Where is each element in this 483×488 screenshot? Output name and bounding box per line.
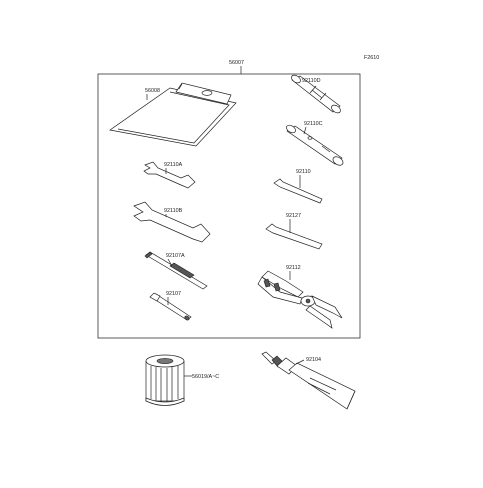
figure-code: F2610: [364, 55, 379, 61]
tool-bag-label: 56008: [145, 88, 160, 94]
oil-filter-label: 56019/A~C: [192, 374, 219, 380]
screwdriver-a-drawing: [144, 251, 208, 290]
open-wrench-a-drawing: [143, 161, 196, 189]
open-wrench-a-label: 92110A: [164, 162, 183, 168]
hex-wrench-large-label: 92127: [286, 213, 301, 219]
box-wrench-d-label: 92110D: [302, 78, 321, 84]
open-wrench-b-label: 92110B: [164, 208, 183, 214]
oil-filter-drawing: [145, 354, 185, 406]
open-wrench-b-drawing: [133, 201, 211, 243]
tool-kit-boundary: [97, 73, 361, 339]
grease-tube-label: 92104: [306, 357, 321, 363]
box-wrench-c-leader: [303, 126, 307, 135]
screwdriver-a-leader: [167, 258, 173, 267]
grease-tube-drawing: [261, 351, 356, 410]
grease-tube-leader: [295, 359, 305, 365]
box-wrench-c-drawing: [286, 124, 344, 166]
box-wrench-d-drawing: [291, 74, 341, 114]
kit-part-label: 56007: [229, 60, 244, 66]
hex-wrench-small-drawing: [273, 178, 323, 204]
hex-wrench-large-drawing: [265, 223, 323, 250]
hex-wrench-small-label: 92110: [296, 169, 311, 175]
pliers-label: 92112: [286, 265, 301, 271]
pliers-drawing: [257, 270, 343, 329]
screwdriver-label: 92107: [166, 291, 181, 297]
screwdriver-drawing: [149, 292, 192, 321]
screwdriver-a-label: 92107A: [166, 253, 185, 259]
tool-bag-drawing: [109, 82, 237, 147]
box-wrench-c-label: 92110C: [304, 121, 323, 127]
